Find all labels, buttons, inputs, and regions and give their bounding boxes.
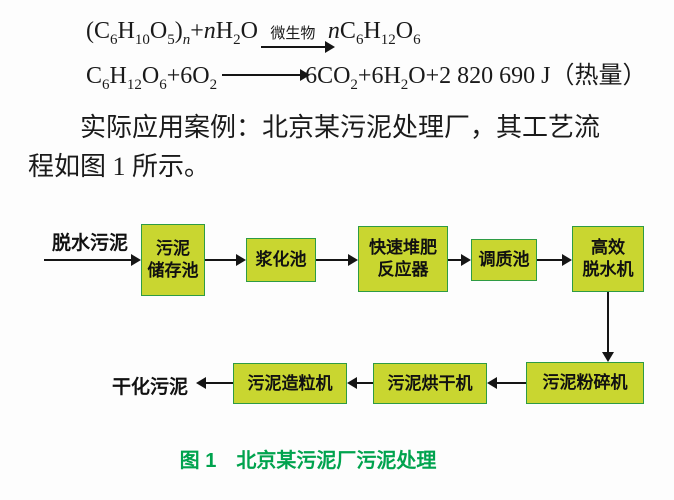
subscript: 2 [233, 31, 241, 48]
reaction-condition-label: 微生物 [270, 26, 316, 42]
subscript: 12 [380, 31, 396, 48]
flow-box-label: 储存池 [147, 261, 199, 281]
flow-arrow-right-icon [448, 254, 471, 267]
flow-box-label: 污泥烘干机 [387, 373, 473, 393]
flow-box-conditioning-pool: 调质池 [471, 239, 537, 282]
flow-arrow-down-icon [602, 292, 614, 363]
figure-caption: 图 1 北京某污泥厂污泥处理 [179, 450, 437, 473]
formula-text: H [215, 18, 234, 44]
formula-text: +6H [357, 62, 401, 89]
formula-text: (C [86, 18, 110, 44]
flow-box-sludge-crusher: 污泥粉碎机 [526, 362, 644, 405]
subscript: 6 [355, 31, 364, 48]
flow-arrow-right-icon [316, 254, 358, 267]
flow-box-label: 反应器 [377, 260, 429, 280]
formula-text: O+2 820 690 J（热量） [408, 62, 647, 89]
coefficient-n: n [203, 18, 216, 44]
flow-box-label: 调质池 [478, 250, 530, 269]
subscript: 2 [400, 76, 409, 93]
flow-arrow-left-icon [487, 377, 526, 390]
formula-text: ) [174, 18, 183, 44]
subscript-n: n [182, 31, 191, 48]
formula-text: H [117, 18, 135, 44]
flow-box-sludge-granulator: 污泥造粒机 [233, 363, 347, 405]
formula-text: C [339, 18, 356, 44]
formula-text: O [240, 18, 258, 44]
flow-box-label: 污泥 [156, 238, 190, 258]
formula-text: 6CO [305, 62, 351, 89]
flow-box-rapid-composting-reactor: 快速堆肥 反应器 [358, 226, 448, 293]
subscript: 6 [110, 31, 118, 48]
subscript: 10 [134, 31, 150, 48]
flow-box-sludge-storage: 污泥 储存池 [141, 224, 205, 297]
subscript: 5 [167, 31, 175, 48]
formula-text: O [149, 18, 168, 44]
output-label: 干化污泥 [112, 377, 189, 399]
subscript: 2 [350, 76, 358, 93]
subscript: 6 [413, 31, 421, 48]
subscript: 2 [209, 76, 218, 93]
flow-arrow-right-icon [205, 254, 246, 267]
flow-box-label: 高效 [591, 237, 625, 257]
subscript: 12 [126, 76, 142, 93]
formula-text: H [363, 18, 381, 44]
formula-text: O [141, 62, 160, 89]
flow-box-label: 浆化池 [255, 250, 307, 269]
flow-box-label: 污泥粉碎机 [542, 373, 628, 392]
flow-arrow-right-icon [44, 254, 141, 267]
formula-text: H [109, 62, 127, 89]
paragraph-text: 实际应用案例：北京某污泥处理厂，其工艺流程如图 1 所示。 [28, 113, 601, 182]
input-label: 脱水污泥 [52, 233, 129, 255]
flow-diagram: 脱水污泥 污泥 储存池 浆化池 快速堆肥 反应器 调质池 高效 脱水机 污泥粉碎… [28, 210, 650, 426]
coefficient-n: n [327, 18, 340, 44]
flow-box-high-efficiency-dewatering: 高效 脱水机 [572, 226, 644, 293]
flow-arrow-right-icon [537, 254, 572, 267]
flow-box-label: 污泥造粒机 [247, 373, 333, 393]
reaction-arrow: 微生物 [260, 26, 335, 55]
subscript: 6 [159, 76, 167, 93]
flow-box-sludge-dryer: 污泥烘干机 [373, 363, 487, 405]
formula-text: C [86, 62, 103, 89]
flow-arrow-left-icon [196, 377, 233, 390]
formula-text: +6O [166, 62, 210, 89]
flow-box-label: 脱水机 [582, 260, 634, 280]
formula-text: O [395, 18, 414, 44]
flow-box-slurry-pool: 浆化池 [246, 238, 316, 283]
flow-box-label: 快速堆肥 [369, 237, 437, 257]
flow-arrow-left-icon [347, 377, 373, 390]
right-arrow-icon [260, 40, 335, 53]
subscript: 6 [102, 76, 110, 93]
formula-text: + [190, 18, 204, 44]
right-arrow-icon [222, 68, 311, 81]
